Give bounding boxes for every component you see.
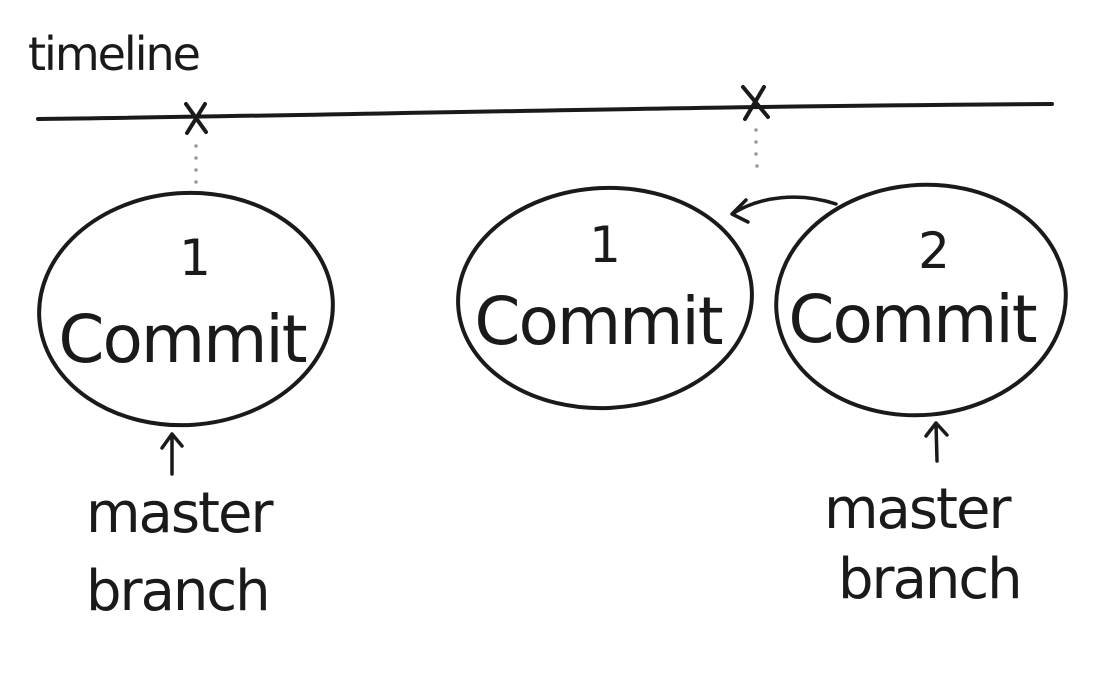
commit-circle bbox=[456, 185, 754, 411]
commit-label: Commit bbox=[474, 283, 722, 360]
dotted-connector-1 bbox=[194, 144, 198, 184]
master-pointer-before: master branch bbox=[86, 432, 276, 624]
commit-label: Commit bbox=[788, 281, 1036, 358]
commit-number: 1 bbox=[179, 229, 211, 287]
branch-label-line2: branch bbox=[838, 547, 1021, 612]
timeline-marker-2 bbox=[741, 85, 770, 121]
timeline-marker-1 bbox=[184, 102, 208, 135]
branch-label-line2: branch bbox=[86, 559, 269, 624]
parent-arrow-icon bbox=[730, 195, 838, 224]
commit-circle bbox=[774, 182, 1068, 418]
branch-label-line1: master bbox=[86, 481, 274, 546]
commit-node-before-1: 1 Commit bbox=[37, 190, 335, 428]
commit-node-after-2: 2 Commit bbox=[774, 182, 1068, 418]
timeline-line bbox=[36, 102, 1054, 121]
commit-number: 2 bbox=[918, 222, 950, 280]
commit-number: 1 bbox=[589, 216, 621, 274]
branch-label-line1: master bbox=[824, 477, 1012, 542]
commit-node-after-1: 1 Commit bbox=[456, 185, 754, 411]
commit-label: Commit bbox=[58, 301, 306, 378]
timeline-title: timeline bbox=[28, 27, 199, 81]
commit-circle bbox=[37, 190, 335, 428]
pointer-arrow-icon bbox=[160, 432, 184, 476]
dotted-connector-2 bbox=[754, 128, 759, 168]
parent-arrow bbox=[730, 195, 838, 224]
pointer-arrow-icon bbox=[924, 421, 949, 463]
master-pointer-after: master branch bbox=[824, 421, 1023, 612]
